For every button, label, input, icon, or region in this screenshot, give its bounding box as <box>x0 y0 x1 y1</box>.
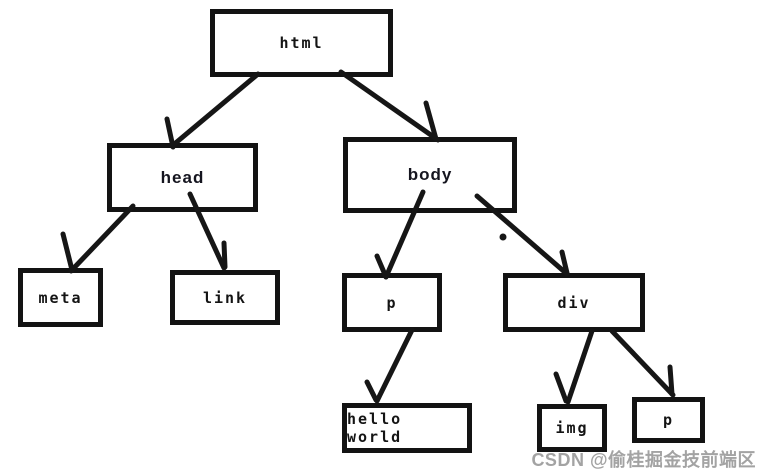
node-div1: div <box>503 273 645 332</box>
node-img1: img <box>537 404 607 452</box>
arrowhead-icon-head-meta <box>60 231 75 273</box>
node-body: body <box>343 137 517 213</box>
node-hello: hello world <box>342 403 472 453</box>
node-html: html <box>210 9 393 77</box>
node-label-div1: div <box>557 293 591 312</box>
node-label-hello: hello world <box>347 410 403 446</box>
arrowhead-icon-body-div1 <box>559 249 570 276</box>
node-p2: p <box>632 397 705 443</box>
node-meta: meta <box>18 268 103 327</box>
node-label-body: body <box>407 165 453 184</box>
node-label-head: head <box>160 167 205 187</box>
arrowhead-icon-div1-p2 <box>667 364 675 397</box>
edge-html-body <box>338 69 441 143</box>
node-p1: p <box>342 273 442 332</box>
edge-div1-p2 <box>609 328 676 398</box>
edge-html-head <box>169 71 261 149</box>
edge-div1-img1 <box>565 328 595 405</box>
arrowhead-icon-head-link <box>221 240 228 270</box>
edge-p1-hello <box>374 327 415 404</box>
arrowhead-icon-html-body <box>423 100 439 142</box>
arrowhead-icon-p1-hello <box>364 379 379 403</box>
node-link: link <box>170 270 280 325</box>
node-head: head <box>107 143 258 212</box>
node-label-p2: p <box>662 411 675 429</box>
node-label-meta: meta <box>38 288 83 307</box>
edge-head-meta <box>68 203 136 274</box>
node-label-p1: p <box>386 293 398 312</box>
node-label-img1: img <box>555 419 589 437</box>
node-label-html: html <box>279 34 324 52</box>
watermark: CSDN @偷桂掘金技前端区 <box>531 450 756 470</box>
stray-dot-mark <box>499 233 507 241</box>
arrowhead-icon-div1-img1 <box>553 371 569 404</box>
node-label-link: link <box>202 288 248 307</box>
